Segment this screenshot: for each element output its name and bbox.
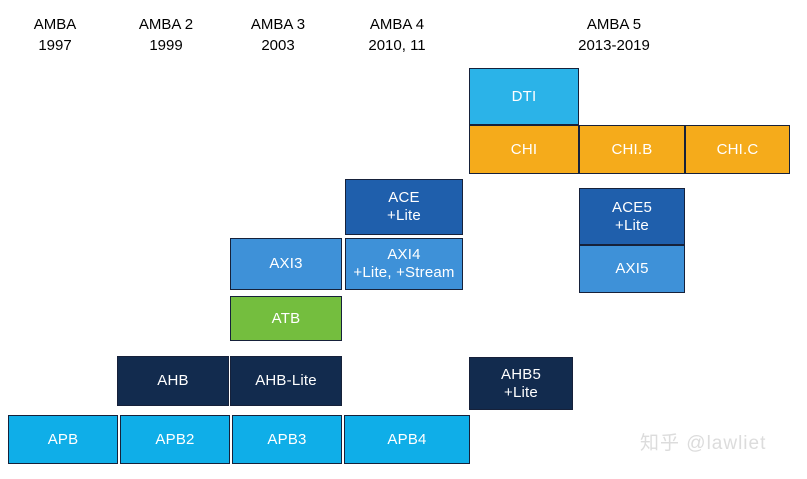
column-header-1: AMBA 1997 <box>0 14 110 56</box>
protocol-block-label: APB2 <box>155 430 195 448</box>
protocol-block-chi[interactable]: CHI <box>469 125 579 174</box>
protocol-block-ace5[interactable]: ACE5+Lite <box>579 188 685 245</box>
protocol-block-label: CHI <box>510 140 538 158</box>
protocol-block-sublabel: +Lite <box>504 383 538 401</box>
column-header-5: AMBA 5 2013-2019 <box>520 14 708 56</box>
protocol-block-ahb5[interactable]: AHB5+Lite <box>469 357 573 410</box>
protocol-block-label: CHI.C <box>716 140 759 158</box>
protocol-block-label: ACE5 <box>612 198 652 216</box>
protocol-block-apb[interactable]: APB <box>8 415 118 464</box>
column-header-years: 2010, 11 <box>368 37 426 54</box>
column-header-years: 1999 <box>149 37 183 54</box>
column-header-years: 2013-2019 <box>578 37 650 54</box>
protocol-block-label: AXI3 <box>269 255 303 272</box>
column-header-2: AMBA 2 1999 <box>110 14 222 56</box>
protocol-block-label: APB <box>47 430 79 448</box>
protocol-block-ace[interactable]: ACE+Lite <box>345 179 463 235</box>
protocol-block-label: ATB <box>271 309 301 327</box>
protocol-block-apb2[interactable]: APB2 <box>120 415 230 464</box>
protocol-block-ahb[interactable]: AHB <box>117 356 229 406</box>
protocol-block-axi4[interactable]: AXI4+Lite, +Stream <box>345 238 463 290</box>
protocol-block-axi5[interactable]: AXI5 <box>579 245 685 293</box>
protocol-block-axi3[interactable]: AXI3 <box>230 238 342 290</box>
protocol-block-apb4[interactable]: APB4 <box>344 415 470 464</box>
protocol-block-label: APB3 <box>267 430 307 448</box>
watermark: 知乎 @lawliet <box>640 433 767 454</box>
protocol-block-label: ACE <box>388 189 420 206</box>
protocol-block-label: AHB-Lite <box>255 372 317 389</box>
protocol-block-sublabel: +Lite <box>387 207 421 224</box>
column-header-3: AMBA 3 2003 <box>222 14 334 56</box>
protocol-block-label: AHB5 <box>501 365 541 383</box>
column-header-4: AMBA 4 2010, 11 <box>334 14 460 56</box>
column-header-name: AMBA <box>33 16 77 33</box>
protocol-block-ahb-lite[interactable]: AHB-Lite <box>230 356 342 406</box>
protocol-block-label: AHB <box>157 372 189 389</box>
protocol-block-sublabel: +Lite <box>615 216 649 234</box>
column-header-years: 2003 <box>261 37 295 54</box>
protocol-block-chi-c[interactable]: CHI.C <box>685 125 790 174</box>
protocol-block-apb3[interactable]: APB3 <box>232 415 342 464</box>
protocol-block-label: CHI.B <box>611 140 653 158</box>
protocol-block-atb[interactable]: ATB <box>230 296 342 341</box>
protocol-block-sublabel: +Lite, +Stream <box>353 264 455 281</box>
protocol-block-label: AXI5 <box>615 260 649 277</box>
protocol-block-label: AXI4 <box>387 246 421 263</box>
column-header-name: AMBA 4 <box>369 16 425 33</box>
column-header-name: AMBA 5 <box>586 16 642 33</box>
protocol-block-label: APB4 <box>387 430 427 448</box>
protocol-block-label: DTI <box>511 87 537 105</box>
column-header-name: AMBA 2 <box>138 16 194 33</box>
protocol-block-chi-b[interactable]: CHI.B <box>579 125 685 174</box>
protocol-block-dti[interactable]: DTI <box>469 68 579 125</box>
column-header-name: AMBA 3 <box>250 16 306 33</box>
column-header-years: 1997 <box>38 37 72 54</box>
